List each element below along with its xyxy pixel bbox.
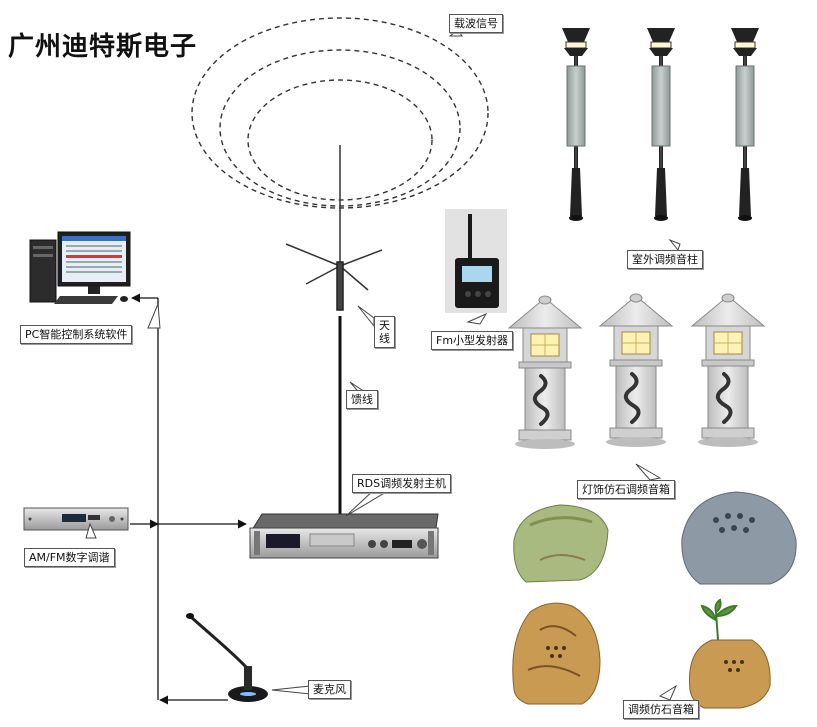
label-carrier-signal: 载波信号 <box>449 14 503 33</box>
label-outdoor-column: 室外调频音柱 <box>627 250 703 269</box>
rds-transmitter-device <box>249 513 439 559</box>
label-pc-software: PC智能控制系统软件 <box>20 325 133 344</box>
label-feeder-cable: 馈线 <box>346 390 378 409</box>
label-antenna: 天线 <box>374 316 395 348</box>
rock-speaker-tan-2 <box>688 598 771 709</box>
pc-computer-icon <box>29 231 131 304</box>
label-amfm-tuner: AM/FM数字调谐 <box>24 548 115 567</box>
callout-pointers <box>85 29 681 701</box>
fm-small-transmitter-device <box>445 209 507 313</box>
rock-speaker-tan-1 <box>512 602 601 705</box>
outdoor-column-speakers <box>561 27 760 222</box>
label-lamp-stone-speaker: 灯饰仿石调频音箱 <box>577 480 675 499</box>
antenna-icon <box>285 145 383 311</box>
brand-title: 广州迪特斯电子 <box>8 32 198 62</box>
signal-connections <box>130 293 247 705</box>
amfm-tuner-device <box>23 507 129 531</box>
label-fm-small-transmitter: Fm小型发射器 <box>431 331 514 350</box>
stone-rock-speakers <box>512 491 797 709</box>
rock-speaker-green <box>513 504 609 583</box>
rock-speaker-gray <box>681 491 797 585</box>
label-microphone: 麦克风 <box>308 680 351 699</box>
lamp-stone-speakers <box>507 292 766 451</box>
label-rds-transmitter: RDS调频发射主机 <box>352 474 452 493</box>
label-stone-speaker: 调频仿石音箱 <box>623 700 699 719</box>
microphone-icon <box>186 613 268 702</box>
